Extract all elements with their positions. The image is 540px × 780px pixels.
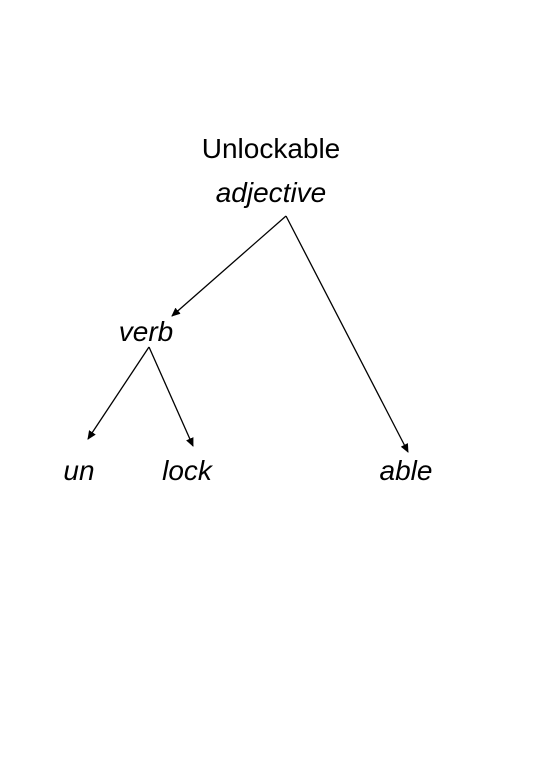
tree-labels: Unlockable adjective verb un lock able	[63, 133, 432, 486]
node-un-label: un	[63, 455, 94, 486]
tree-edges	[87, 215, 409, 453]
root-category-label: adjective	[216, 177, 327, 208]
node-verb-label: verb	[119, 316, 173, 347]
root-word-label: Unlockable	[202, 133, 341, 164]
node-able-label: able	[380, 455, 433, 486]
edge-verb-to-lock	[148, 346, 194, 447]
edge-verb-to-un	[87, 346, 150, 440]
node-lock-label: lock	[162, 455, 214, 486]
edge-adjective-to-verb	[171, 215, 287, 317]
edge-adjective-to-able	[285, 215, 409, 453]
